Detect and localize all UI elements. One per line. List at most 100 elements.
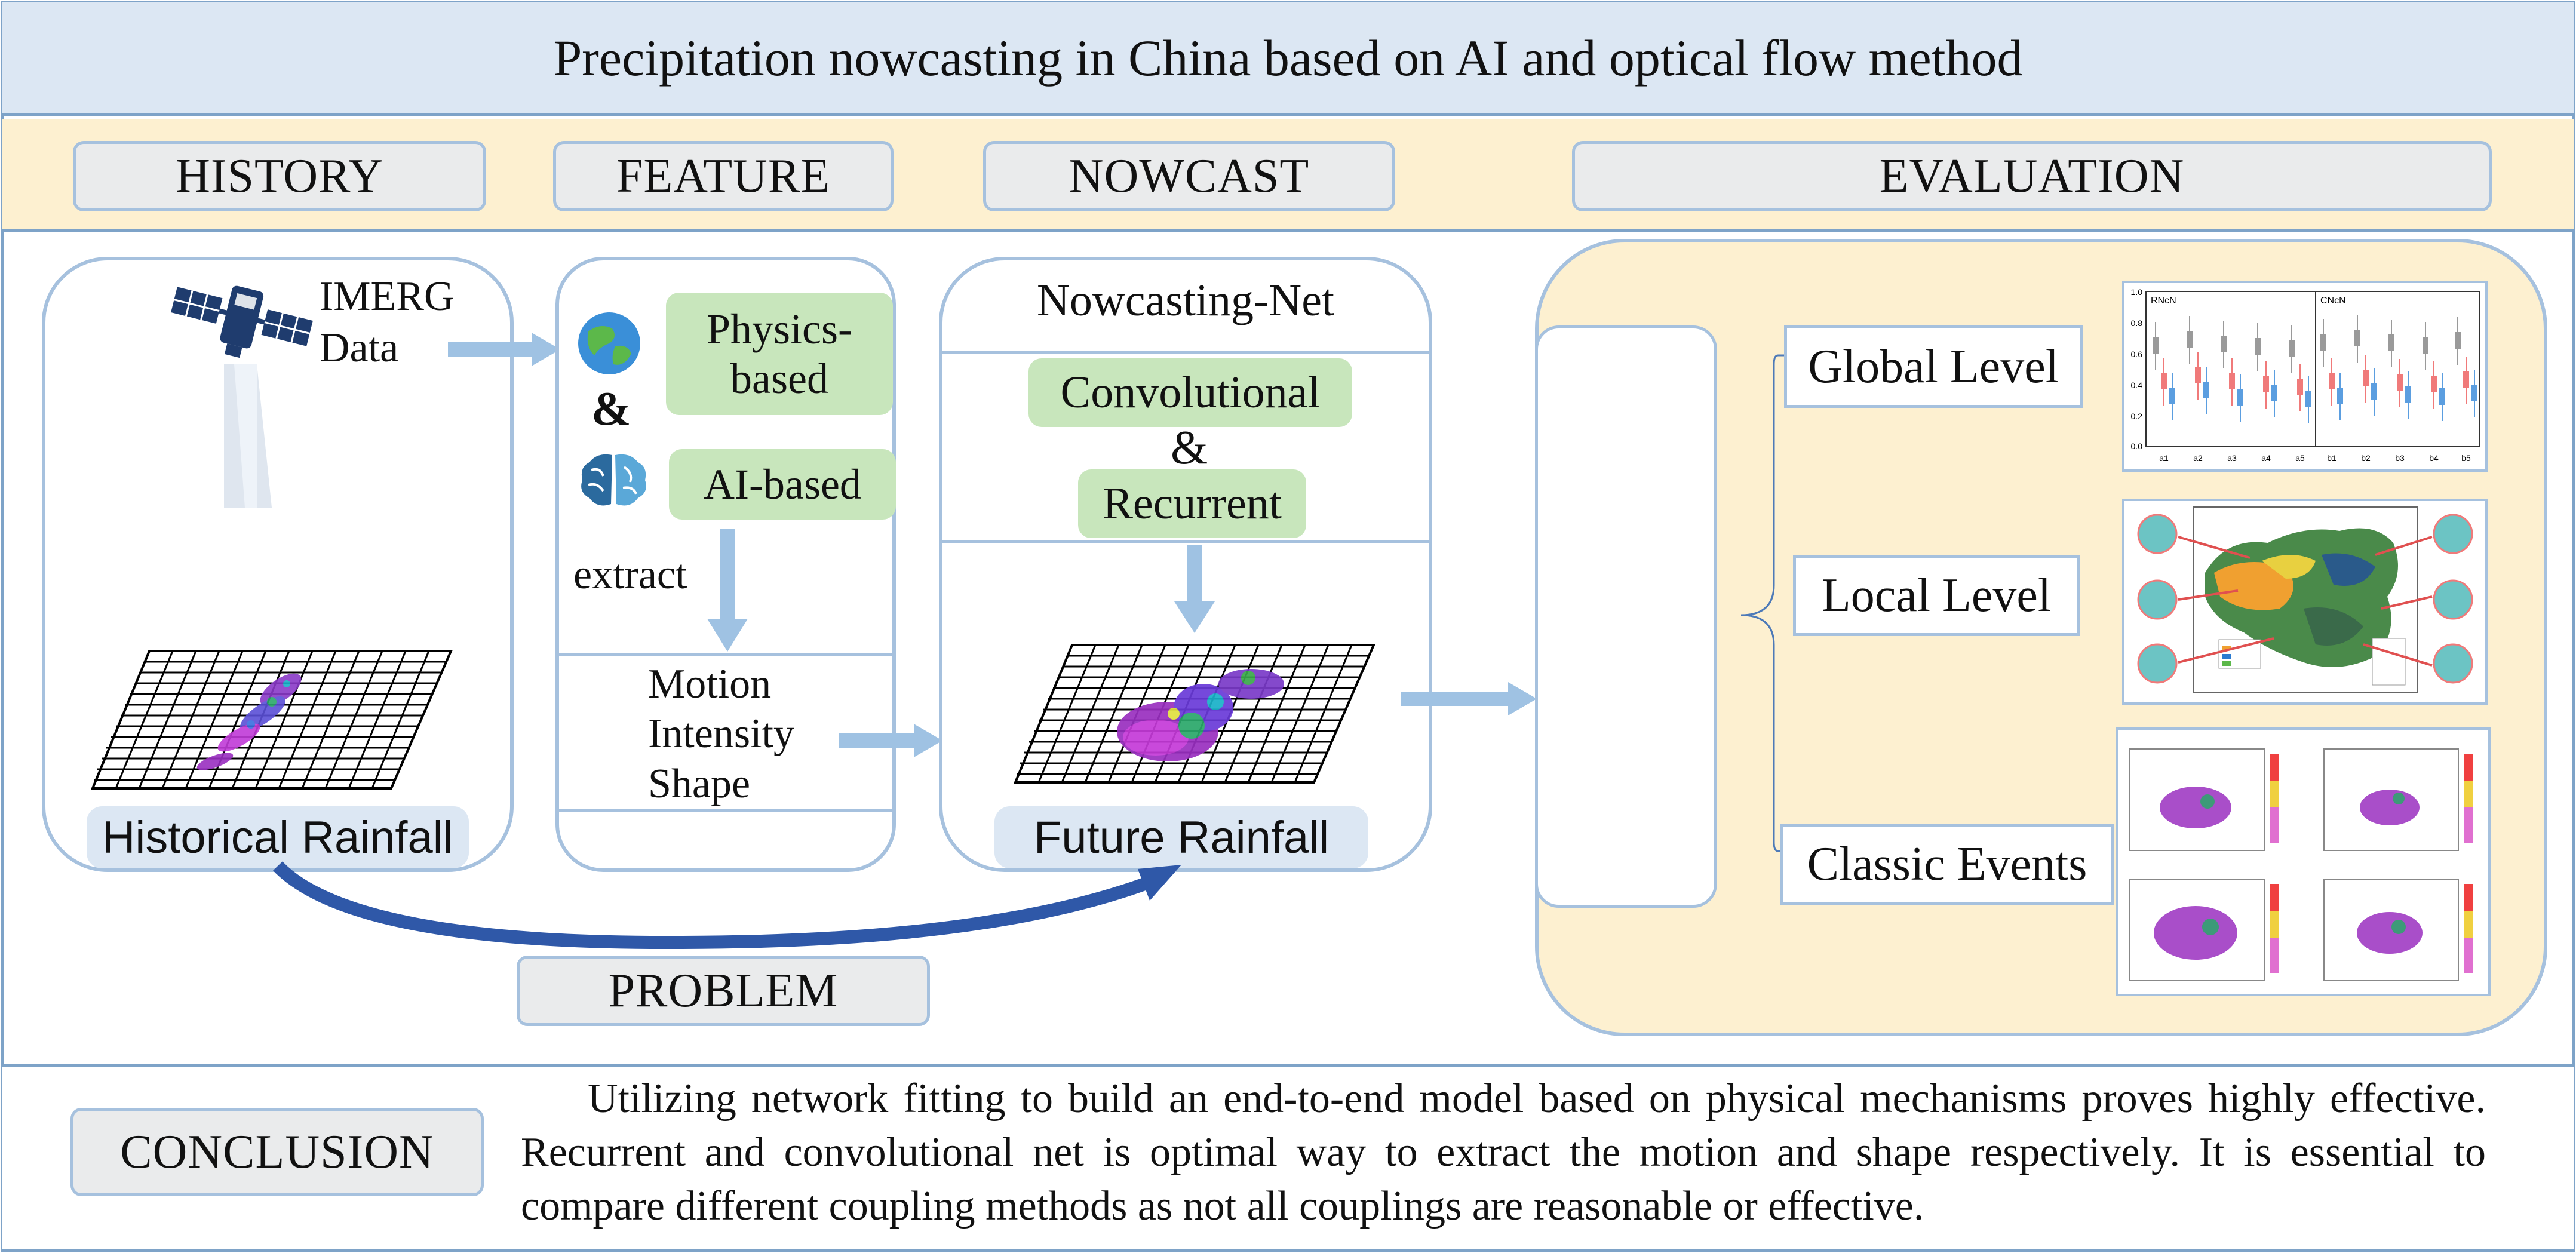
conclusion-text: Utilizing network fitting to build an en… <box>521 1076 2486 1229</box>
physics-based-box: Physics- based <box>666 293 893 415</box>
boxplot-boxes <box>2153 315 2477 423</box>
boxplot-box <box>2431 376 2437 392</box>
boxplot-box <box>2255 338 2261 355</box>
xtick-label: b1 <box>2327 453 2336 463</box>
extract-label: extract <box>573 552 687 598</box>
xtick-label: b5 <box>2461 453 2471 463</box>
stage-nowcast: NOWCAST <box>983 141 1395 211</box>
ai-based-box: AI-based <box>669 449 896 520</box>
nowcast-ampersand: & <box>1171 422 1208 474</box>
conclusion-label: CONCLUSION <box>70 1108 484 1196</box>
evaluation-inner-box <box>1535 325 1717 908</box>
imerg-label-line2: Data <box>320 325 399 371</box>
boxplot-box <box>2405 386 2411 403</box>
eval-local-level: Local Level <box>1793 555 2080 636</box>
boxplot-box <box>2439 388 2445 405</box>
ytick-label: 0.2 <box>2131 411 2143 421</box>
feature-bottom-divider <box>557 809 894 812</box>
boxplot-box <box>2161 373 2167 389</box>
globe-icon <box>578 312 640 374</box>
boxplot-box <box>2169 388 2175 404</box>
boxplot-box <box>2221 336 2227 352</box>
global-level-boxplot: RNcN CNcN 1.0 0.8 0.6 0.4 0.2 0.0 a1 a2 … <box>2122 281 2488 472</box>
xtick-label: a1 <box>2159 453 2169 463</box>
boxplot-box <box>2297 379 2303 395</box>
problem-label: PROBLEM <box>517 956 930 1026</box>
boxplot-box <box>2397 374 2403 391</box>
boxplot-group-right: CNcN <box>2320 296 2346 306</box>
xtick-label: b4 <box>2429 453 2439 463</box>
xtick-label: a3 <box>2227 453 2237 463</box>
boxplot-box <box>2423 337 2428 354</box>
boxplot-box <box>2195 367 2201 383</box>
nowcast-down-arrow <box>1174 545 1215 633</box>
boxplot-chart: RNcN CNcN 1.0 0.8 0.6 0.4 0.2 0.0 a1 a2 … <box>2131 287 2480 463</box>
stage-feature: FEATURE <box>553 141 894 211</box>
boxplot-box <box>2320 334 2326 351</box>
evaluation-bracket <box>1740 354 1786 852</box>
xtick-label: a5 <box>2295 453 2305 463</box>
historical-rainfall-grid <box>91 650 453 790</box>
stage-history: HISTORY <box>73 141 486 211</box>
boxplot-box <box>2329 373 2335 389</box>
classic-events-maps <box>2116 727 2491 996</box>
future-rainfall-grid <box>1014 644 1376 784</box>
nowcast-top-divider <box>941 351 1430 354</box>
physics-based-line2: based <box>730 354 828 403</box>
boxplot-box <box>2187 331 2193 348</box>
boxplot-box <box>2463 371 2469 388</box>
boxplot-box <box>2388 334 2394 351</box>
nowcast-mid-divider <box>941 540 1430 543</box>
feature-ampersand: & <box>591 383 631 435</box>
feature-divider <box>557 653 894 656</box>
eval-classic-events: Classic Events <box>1780 824 2114 905</box>
page-title: Precipitation nowcasting in China based … <box>2 2 2574 116</box>
boxplot-box <box>2229 373 2235 389</box>
arrow-to-feature <box>448 333 560 366</box>
boxplot-box <box>2363 370 2369 386</box>
historical-rainfall-caption: Historical Rainfall <box>87 806 469 868</box>
physics-based-line1: Physics- <box>706 305 853 353</box>
boxplot-box <box>2354 330 2360 346</box>
boxplot-group-left: RNcN <box>2151 296 2176 306</box>
boxplot-box <box>2271 385 2277 401</box>
nowcasting-net-title: Nowcasting-Net <box>1036 275 1335 325</box>
xtick-label: b2 <box>2361 453 2371 463</box>
boxplot-box <box>2471 385 2477 401</box>
boxplot-box <box>2289 340 2295 357</box>
xtick-label: a2 <box>2193 453 2203 463</box>
ytick-label: 0.0 <box>2131 441 2143 451</box>
xtick-label: b3 <box>2395 453 2405 463</box>
boxplot-box <box>2305 391 2311 407</box>
boxplot-box <box>2337 388 2343 404</box>
future-rainfall-caption: Future Rainfall <box>994 806 1368 868</box>
feature-intensity: Intensity <box>648 711 794 757</box>
imerg-label-line1: IMERG <box>320 274 455 320</box>
satellite-icon <box>171 285 313 508</box>
problem-curve-arrow <box>273 861 1181 950</box>
ytick-label: 0.4 <box>2131 380 2143 390</box>
recurrent-box: Recurrent <box>1078 469 1306 538</box>
arrow-to-evaluation <box>1401 682 1537 715</box>
ytick-label: 0.6 <box>2131 349 2143 359</box>
stage-evaluation: EVALUATION <box>1572 141 2492 211</box>
ytick-label: 0.8 <box>2131 318 2143 328</box>
eval-global-level: Global Level <box>1784 325 2083 408</box>
xtick-label: a4 <box>2261 453 2271 463</box>
local-level-map <box>2122 499 2488 705</box>
convolutional-box: Convolutional <box>1028 358 1352 427</box>
brain-icon <box>581 454 646 506</box>
china-map-graphic <box>2137 506 2473 693</box>
boxplot-box <box>2371 383 2377 400</box>
arrow-to-nowcast <box>839 724 942 757</box>
ytick-label: 1.0 <box>2131 287 2143 297</box>
feature-motion: Motion <box>648 661 772 707</box>
boxplot-box <box>2237 389 2243 406</box>
classic-events-graphic <box>2129 748 2473 981</box>
extract-arrow <box>707 529 748 652</box>
boxplot-box <box>2203 382 2209 398</box>
boxplot-box <box>2153 337 2159 354</box>
boxplot-box <box>2263 376 2269 392</box>
boxplot-box <box>2455 332 2461 349</box>
feature-shape: Shape <box>648 761 751 807</box>
